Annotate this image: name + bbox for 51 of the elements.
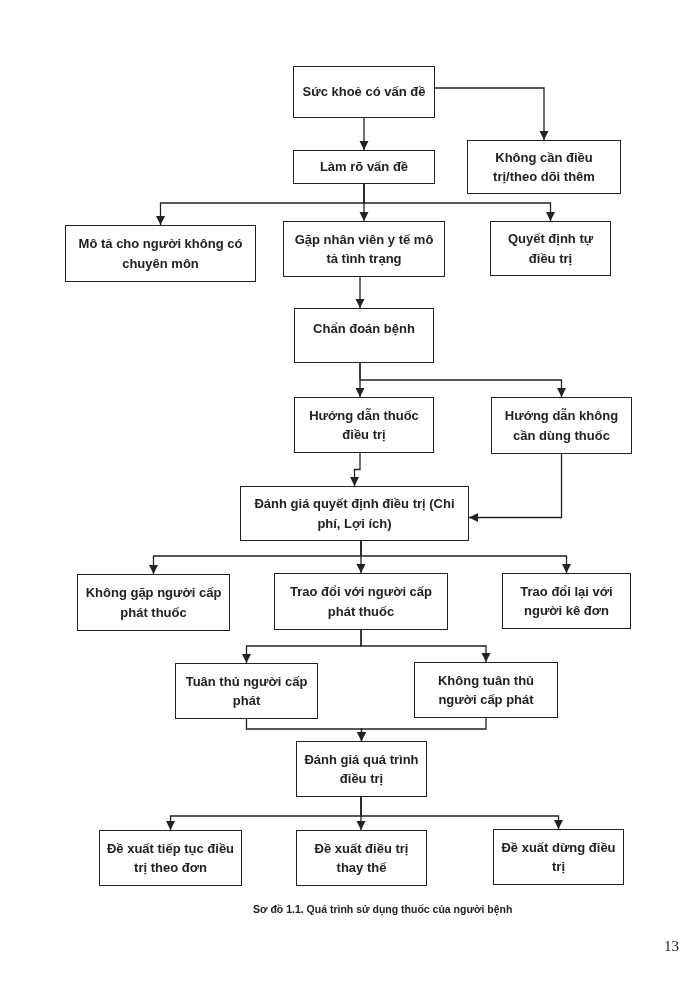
arrow (360, 629, 491, 663)
box-text: Mô tả cho người không có chuyên môn (77, 235, 244, 273)
process-box (77, 574, 230, 631)
box-text: Đề xuất dừng điều trị (500, 838, 617, 876)
arrow (359, 117, 369, 151)
box-text: Đề xuất tiếp tục điều trị theo đơn (106, 839, 235, 877)
box-text: Chẩn đoán bệnh (313, 320, 415, 338)
box-text: Đề xuất điều trị thay thế (313, 839, 410, 877)
box-text: Không gặp người cấp phát thuốc (84, 584, 223, 622)
box-text: Hướng dẫn không cần dùng thuốc (503, 407, 620, 445)
figure-caption: Sơ đồ 1.1. Quá trình sử dụng thuốc của người bệnh (253, 903, 513, 915)
arrow (349, 452, 361, 487)
arrow (355, 276, 365, 309)
box-text: Sức khoẻ có vấn đề (302, 83, 426, 102)
box-text: Trao đổi lại với người kê đơn (519, 582, 614, 620)
process-box (294, 397, 434, 453)
process-box (65, 225, 256, 282)
process-box (274, 573, 448, 630)
arrow (356, 717, 487, 742)
process-box (99, 830, 242, 886)
arrow (468, 453, 563, 523)
page-number: 13 (664, 938, 679, 955)
box-text: Trao đổi với người cấp phát thuốc (289, 583, 433, 621)
box-text: Quyết định tự điều trị (506, 230, 595, 268)
process-box (467, 140, 621, 194)
process-box (493, 829, 624, 885)
arrow (363, 183, 556, 222)
process-box (296, 741, 427, 797)
process-box (502, 573, 631, 629)
process-box (175, 663, 318, 719)
box-text: Đánh giá quyết định điều trị (Chi phí, Lợi ích) (253, 495, 456, 533)
box-text: Hướng dẫn thuốc điều trị (308, 406, 420, 444)
process-box (414, 662, 558, 718)
process-box (293, 150, 435, 184)
process-box (283, 221, 445, 277)
arrow (434, 87, 549, 141)
process-box (240, 486, 469, 541)
arrow (360, 796, 564, 830)
box-text: Làm rõ vấn đề (319, 158, 409, 177)
arrow (360, 540, 572, 574)
process-box (293, 66, 435, 118)
process-box (296, 830, 427, 886)
box-text: Không cần điều trị/theo dõi thêm (492, 148, 596, 186)
box-text: Không tuân thủ người cấp phát (437, 671, 535, 709)
arrow (359, 362, 567, 398)
box-text: Đánh giá quá trình điều trị (303, 750, 420, 788)
process-box (490, 221, 611, 276)
process-box (491, 397, 632, 454)
box-text: Gặp nhân viên y tế mô tả tình trạng (293, 230, 435, 268)
box-text: Tuân thủ người cấp phát (184, 672, 309, 710)
process-box (294, 308, 434, 363)
